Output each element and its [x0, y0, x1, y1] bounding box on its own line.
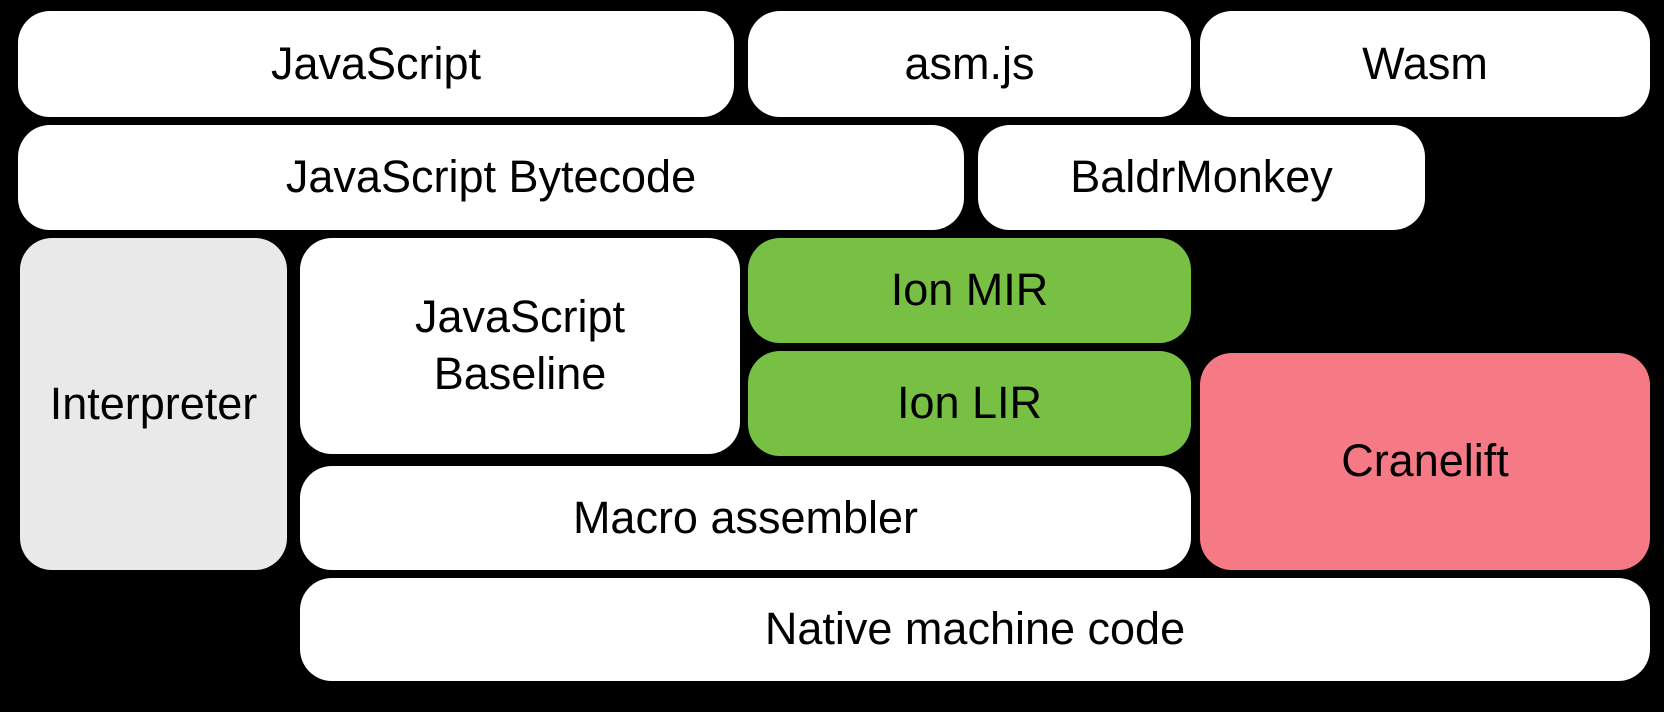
node-wasm: Wasm	[1200, 11, 1650, 117]
node-asm-js: asm.js	[748, 11, 1191, 117]
node-wasm-label: Wasm	[1362, 37, 1488, 89]
node-interpreter-label: Interpreter	[49, 377, 258, 429]
node-ion-lir-label: Ion LIR	[896, 377, 1043, 429]
node-javascript-bytecode-label: JavaScript Bytecode	[285, 151, 697, 203]
node-cranelift-label: Cranelift	[1341, 435, 1509, 487]
node-interpreter: Interpreter	[20, 238, 287, 570]
node-javascript-label: JavaScript	[270, 37, 482, 89]
node-javascript: JavaScript	[18, 11, 734, 117]
node-native-machine-code: Native machine code	[300, 578, 1650, 681]
node-javascript-bytecode: JavaScript Bytecode	[18, 125, 964, 230]
node-asm-js-label: asm.js	[904, 37, 1035, 89]
node-native-machine-code-label: Native machine code	[764, 603, 1186, 655]
node-javascript-baseline: JavaScript Baseline	[300, 238, 740, 454]
node-ion-mir: Ion MIR	[748, 238, 1191, 343]
node-baldrmonkey-label: BaldrMonkey	[1070, 151, 1333, 203]
node-javascript-baseline-label: JavaScript Baseline	[414, 291, 626, 399]
node-baldrmonkey: BaldrMonkey	[978, 125, 1425, 230]
node-macro-assembler-label: Macro assembler	[572, 491, 919, 543]
node-macro-assembler: Macro assembler	[300, 466, 1191, 570]
node-ion-lir: Ion LIR	[748, 351, 1191, 456]
node-cranelift: Cranelift	[1200, 353, 1650, 570]
node-ion-mir-label: Ion MIR	[890, 264, 1049, 316]
